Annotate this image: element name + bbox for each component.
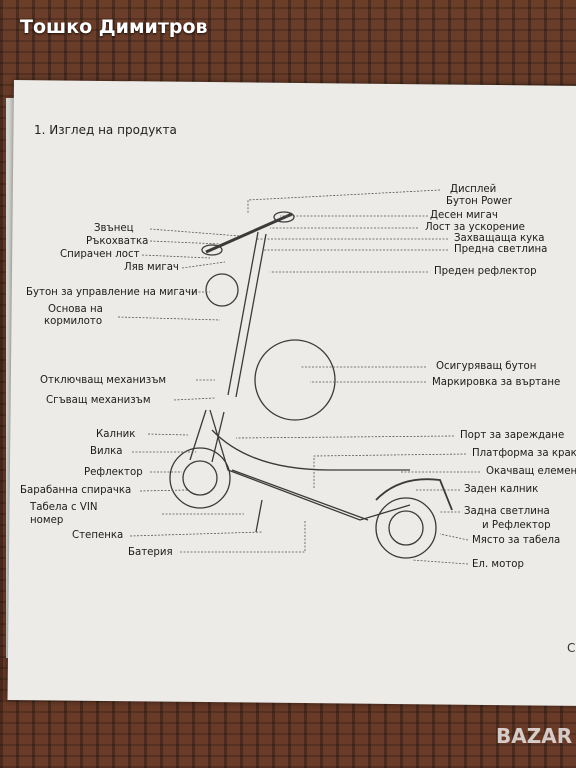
label-unlock-mechanism: Отключващ механизъм (40, 375, 167, 386)
label-display: Дисплей (450, 184, 497, 195)
label-rear-light-1: Задна светлина (464, 506, 550, 517)
label-vin-plate-2: номер (30, 515, 64, 526)
label-fork: Вилка (90, 446, 123, 457)
label-bell: Звънец (94, 223, 134, 234)
watermark-logo: BAZAR (496, 724, 573, 748)
label-folding-mechanism: Сгъващ механизъм (46, 395, 151, 406)
label-left-signal: Ляв мигач (124, 262, 179, 273)
label-grip: Ръкохватка (86, 236, 149, 247)
label-hanging-element: Окачващ елемент (486, 466, 576, 477)
label-rear-fender: Заден калник (464, 484, 539, 495)
label-front-light: Предна светлина (454, 244, 548, 255)
label-kickstand: Степенка (72, 530, 124, 541)
page-number: С (567, 641, 576, 655)
label-reflector: Рефлектор (84, 467, 143, 478)
label-drum-brake: Барабанна спирачка (20, 485, 132, 496)
label-throttle: Лост за ускорение (425, 222, 525, 233)
label-handlebar-base-2: кормилото (44, 316, 103, 327)
label-battery: Батерия (128, 547, 173, 558)
label-rotation-mark: Маркировка за въртане (432, 377, 561, 388)
label-fender: Калник (96, 429, 136, 440)
label-vin-plate-1: Табела с VIN (30, 502, 98, 513)
label-safety-button: Осигуряващ бутон (436, 361, 537, 372)
seller-name: Тошко Димитров (20, 16, 208, 38)
label-power-button: Бутон Power (446, 196, 512, 207)
label-right-signal: Десен мигач (430, 210, 498, 221)
label-plate-place: Място за табела (472, 535, 561, 546)
label-front-reflector: Преден рефлектор (434, 266, 537, 277)
label-signal-button: Бутон за управление на мигачи (26, 287, 198, 298)
label-rear-light-2: и Рефлектор (482, 520, 551, 531)
section-title: 1. Изглед на продукта (34, 123, 177, 137)
label-charging-port: Порт за зареждане (460, 430, 565, 441)
label-hook: Захващаща кука (454, 233, 545, 244)
label-electric-motor: Ел. мотор (472, 559, 524, 570)
label-foot-platform: Платформа за крака (472, 448, 576, 459)
label-handlebar-base-1: Основа на (48, 304, 103, 315)
label-brake-lever: Спирачен лост (60, 249, 140, 260)
